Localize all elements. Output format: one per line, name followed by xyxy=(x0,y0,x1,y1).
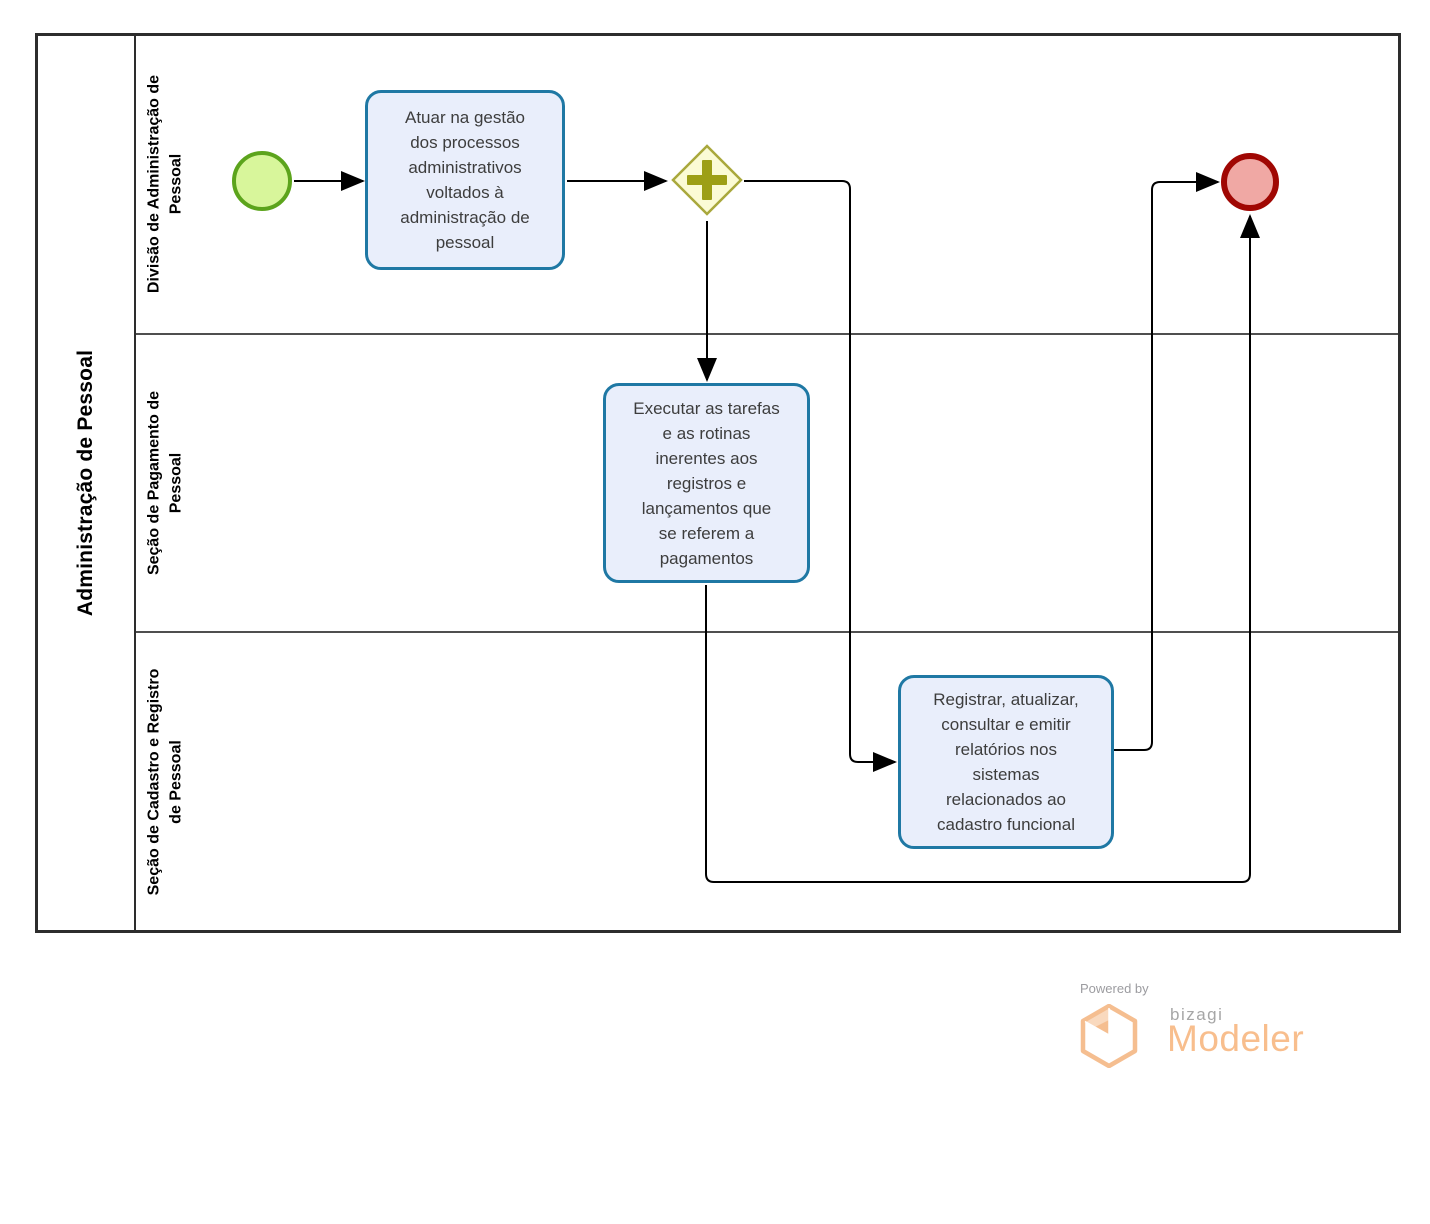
parallel-gateway xyxy=(671,144,743,216)
end-event xyxy=(1221,153,1279,211)
task-executar-tarefas: Executar as tarefas e as rotinas inerent… xyxy=(603,383,810,583)
plus-icon xyxy=(687,160,727,200)
lane-label: Divisão de Administração de Pessoal xyxy=(145,75,185,294)
lane-label: Seção de Pagamento de Pessoal xyxy=(145,390,185,576)
pool-title: Administração de Pessoal xyxy=(74,349,98,617)
lane-secao-de-cadastro-e-registro-de-pessoal: Seção de Cadastro e Registro de Pessoal xyxy=(136,631,1398,930)
task-atuar-na-gestao: Atuar na gestão dos processos administra… xyxy=(365,90,565,270)
task-registrar-atualizar: Registrar, atualizar, consultar e emitir… xyxy=(898,675,1114,849)
modeler-product-label: Modeler xyxy=(1167,1018,1305,1059)
bizagi-logo-icon xyxy=(1080,1004,1138,1068)
lane-label: Seção de Cadastro e Registro de Pessoal xyxy=(145,668,185,896)
bizagi-brand-label: bizagi xyxy=(1170,1005,1224,1024)
powered-by-label: Powered by xyxy=(1080,981,1149,996)
pool-title-band: Administração de Pessoal xyxy=(38,36,136,930)
lane-divisao-de-administracao-de-pessoal: Divisão de Administração de Pessoal xyxy=(136,36,1398,333)
start-event xyxy=(232,151,292,211)
